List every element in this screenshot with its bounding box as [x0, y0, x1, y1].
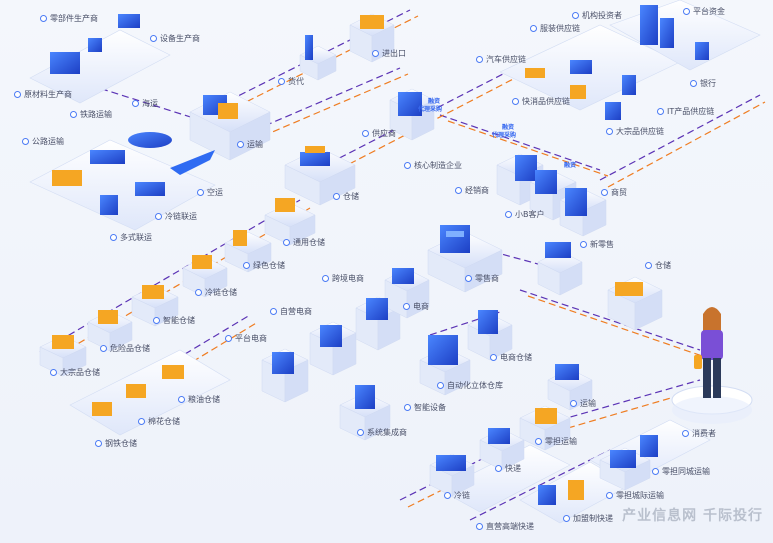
label-multimodal-transport: 多式联运 — [110, 233, 152, 243]
label-cold-chain-transport: 冷链联运 — [155, 212, 197, 222]
tag-agency-procurement-2: 代理采购 — [492, 132, 517, 139]
label-bank: 银行 — [690, 79, 716, 89]
label-less-than-truckload: 零担运输 — [535, 437, 577, 447]
label-express: 快递 — [495, 464, 521, 474]
label-retailer: 零售商 — [465, 274, 499, 284]
consumer-figure — [671, 307, 753, 424]
label-institutional-investor: 机构投资者 — [572, 11, 622, 21]
tag-financing-3: 融资 — [564, 162, 577, 169]
label-warehouse-main: 仓储 — [333, 192, 359, 202]
label-road-transport: 公路运输 — [22, 137, 64, 147]
label-it-supply-chain: IT产品供应链 — [657, 107, 714, 117]
label-transport-hub: 运输 — [237, 140, 263, 150]
building-icons — [50, 5, 709, 505]
label-auto-supply-chain: 汽车供应链 — [476, 55, 526, 65]
label-automated-warehouse: 自动化立体仓库 — [437, 381, 503, 391]
label-supplier: 供应商 — [362, 129, 396, 139]
label-ecommerce-warehouse: 电商仓储 — [490, 353, 532, 363]
label-transport-right: 运输 — [570, 399, 596, 409]
label-hazardous-warehouse: 危险品仓储 — [100, 344, 150, 354]
label-consumer: 消费者 — [682, 429, 716, 439]
label-fmcg-supply-chain: 快消品供应链 — [512, 97, 570, 107]
watermark: 产业信息网 千际投行 — [622, 508, 763, 524]
label-distributor: 经销商 — [455, 186, 489, 196]
label-warehouse-right: 仓储 — [645, 261, 671, 271]
label-ecommerce: 电商 — [403, 302, 429, 312]
pedestal-cubes — [39, 13, 663, 497]
label-small-b-customer: 小B客户 — [505, 210, 545, 220]
tag-financing-2: 融资 — [502, 124, 515, 131]
label-smart-equipment: 智能设备 — [404, 403, 446, 413]
label-new-retail: 新零售 — [580, 240, 614, 250]
label-commerce: 商贸 — [601, 188, 627, 198]
label-raw-material-producer: 原材料生产商 — [14, 90, 72, 100]
label-cold-chain-warehouse: 冷链仓储 — [195, 288, 237, 298]
tag-agency-procurement-1: 代理采购 — [418, 106, 443, 113]
label-parts-producer: 零部件生产商 — [40, 14, 98, 24]
label-grain-warehouse: 粮油仓储 — [178, 395, 220, 405]
label-platform-ecommerce: 平台电商 — [225, 334, 267, 344]
label-general-warehouse: 通用仓储 — [283, 238, 325, 248]
label-cross-border-ecommerce: 跨境电商 — [322, 274, 364, 284]
tag-financing-1: 融资 — [428, 98, 441, 105]
label-bulk-goods-warehouse: 大宗品仓储 — [50, 368, 100, 378]
label-direct-express: 直营高端快递 — [476, 522, 534, 532]
label-sea-transport: 海运 — [132, 99, 158, 109]
label-cotton-warehouse: 棉花仓储 — [138, 417, 180, 427]
label-smart-warehouse: 智能仓储 — [153, 316, 195, 326]
label-bulk-supply-chain: 大宗品供应链 — [606, 127, 664, 137]
label-freight-forwarder: 货代 — [278, 77, 304, 87]
label-air-transport: 空运 — [197, 188, 223, 198]
label-import-export: 进出口 — [372, 49, 406, 59]
label-apparel-supply-chain: 服装供应链 — [530, 24, 580, 34]
label-franchise-express: 加盟制快递 — [563, 514, 613, 524]
label-cold-chain: 冷链 — [444, 491, 470, 501]
label-core-manufacturer: 核心制造企业 — [404, 161, 462, 171]
label-self-operated-ecommerce: 自营电商 — [270, 307, 312, 317]
label-steel-warehouse: 钢铁仓储 — [95, 439, 137, 449]
label-ltl-intracity: 零担同城运输 — [652, 467, 710, 477]
label-green-warehouse: 绿色仓储 — [243, 261, 285, 271]
label-rail-transport: 铁路运输 — [70, 110, 112, 120]
label-equipment-producer: 设备生产商 — [150, 34, 200, 44]
label-system-integrator: 系统集成商 — [357, 428, 407, 438]
label-ltl-intercity: 零担城际运输 — [606, 491, 664, 501]
label-platform-funds: 平台资金 — [683, 7, 725, 17]
